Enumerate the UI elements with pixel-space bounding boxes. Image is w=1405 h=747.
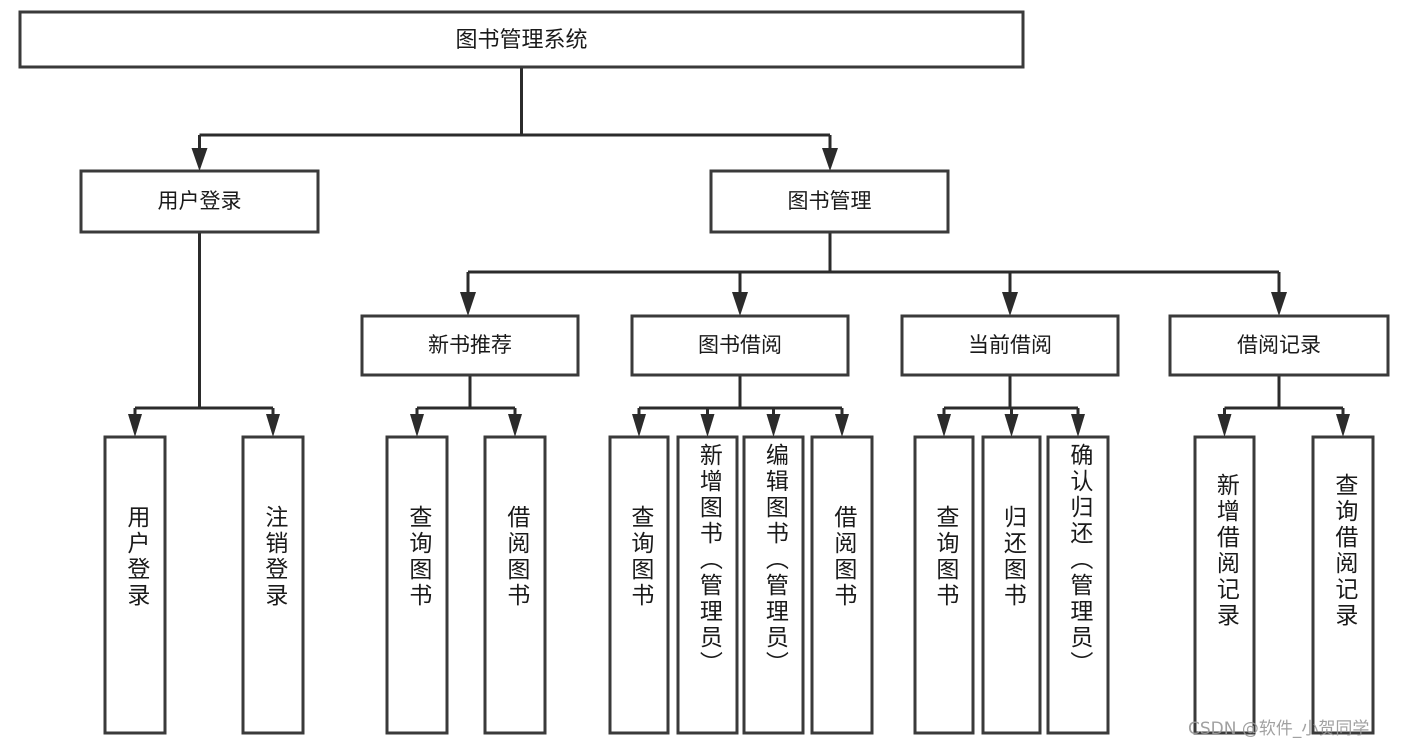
connector-userlogin-to-leaves	[128, 232, 280, 437]
arrow-head-icon	[1336, 414, 1350, 437]
connector-newbook-to-leaves	[410, 375, 522, 437]
arrow-head-icon	[410, 414, 424, 437]
node-new-book-rec-label: 新书推荐	[428, 333, 512, 357]
connector-bookmanage-to-level3	[460, 232, 1287, 316]
arrow-head-icon	[1004, 414, 1019, 437]
node-book-manage-label: 图书管理	[788, 189, 872, 213]
arrow-head-icon	[732, 292, 748, 316]
connector-bookborrow-to-leaves	[632, 375, 849, 437]
node-leaf-logout[interactable]	[241, 435, 305, 735]
arrow-head-icon	[822, 148, 838, 171]
arrow-head-icon	[1071, 414, 1085, 437]
arrow-head-icon	[766, 414, 781, 437]
node-new-book-rec[interactable]: 新书推荐	[360, 314, 580, 377]
node-leaf-query-book-2[interactable]	[608, 435, 670, 735]
node-leaf-query-record[interactable]	[1311, 435, 1375, 735]
node-leaf-return-book[interactable]	[981, 435, 1042, 735]
arrow-head-icon	[128, 414, 142, 437]
node-book-manage[interactable]: 图书管理	[709, 169, 950, 234]
arrow-head-icon	[266, 414, 280, 437]
node-book-borrow[interactable]: 图书借阅	[630, 314, 850, 377]
arrow-head-icon	[1217, 414, 1232, 437]
node-leaf-borrow-book-2[interactable]	[810, 435, 874, 735]
arrow-head-icon	[632, 414, 646, 437]
node-leaf-borrow-book-1[interactable]	[483, 435, 547, 735]
node-leaf-user-login[interactable]	[103, 435, 167, 735]
arrow-head-icon	[937, 414, 951, 437]
node-root-label: 图书管理系统	[455, 28, 587, 53]
arrow-head-icon	[835, 414, 849, 437]
node-user-login-label: 用户登录	[158, 189, 242, 213]
node-current-borrow[interactable]: 当前借阅	[900, 314, 1120, 377]
node-leaf-query-book-3[interactable]	[913, 435, 975, 735]
node-leaf-confirm-return[interactable]	[1046, 435, 1110, 735]
connector-root-to-level2	[191, 67, 838, 171]
node-leaf-add-book[interactable]	[676, 435, 739, 735]
connector-currentborrow-to-leaves	[937, 375, 1085, 437]
node-current-borrow-label: 当前借阅	[968, 333, 1052, 357]
arrow-head-icon	[508, 414, 522, 437]
arrow-head-icon	[191, 148, 208, 171]
node-leaf-edit-book[interactable]	[742, 435, 805, 735]
node-leaf-query-book-1[interactable]	[385, 435, 449, 735]
node-user-login[interactable]: 用户登录	[79, 169, 320, 234]
node-root[interactable]: 图书管理系统	[18, 10, 1025, 69]
connector-borrowrecord-to-leaves	[1217, 375, 1350, 437]
arrow-head-icon	[1002, 292, 1018, 316]
node-leaf-add-record[interactable]	[1193, 435, 1256, 735]
node-borrow-record-label: 借阅记录	[1237, 333, 1321, 357]
arrow-head-icon	[700, 414, 715, 437]
arrow-head-icon	[1271, 292, 1287, 316]
node-book-borrow-label: 图书借阅	[698, 333, 782, 357]
node-borrow-record[interactable]: 借阅记录	[1168, 314, 1390, 377]
arrow-head-icon	[460, 292, 476, 316]
